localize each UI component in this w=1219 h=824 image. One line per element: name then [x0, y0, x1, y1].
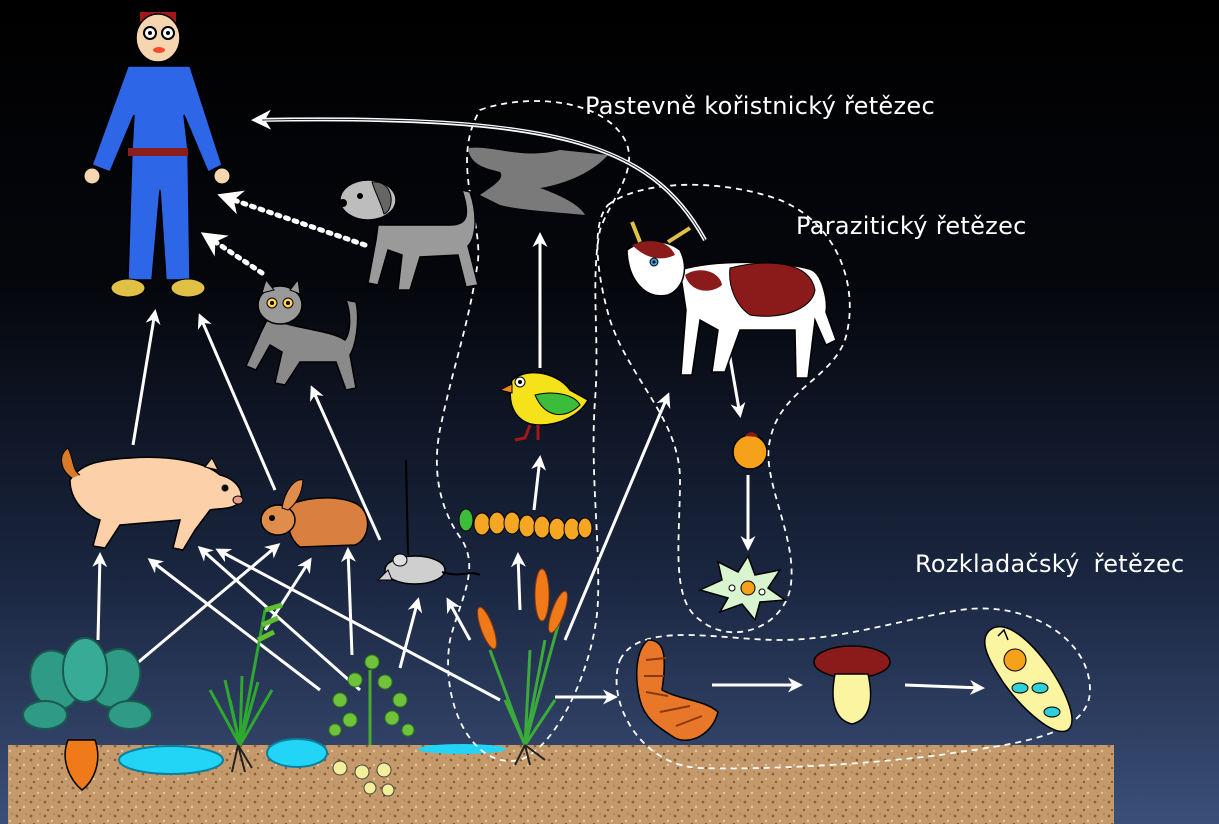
liver-fluke-egg	[733, 432, 767, 469]
parasitic-chain-label: Parazitický řetězec	[796, 212, 1027, 240]
human-figure	[84, 12, 230, 297]
yellow-bird	[500, 373, 588, 440]
dotted-arrows	[205, 196, 365, 273]
dog	[339, 180, 478, 290]
arrow-shafts-inner	[262, 119, 705, 240]
swallow-bird	[468, 148, 608, 215]
decomposer-chain-label: Rozkladačský řetězec	[915, 550, 1185, 578]
cat	[246, 280, 358, 390]
caterpillar	[459, 509, 592, 540]
pig	[62, 448, 243, 550]
cow	[627, 222, 836, 378]
wheat	[474, 569, 571, 765]
earthworm	[637, 640, 718, 740]
paramecium	[985, 627, 1072, 732]
grazing-chain-label: Pastevně kořistnický řetězec	[585, 92, 935, 120]
mushroom	[814, 646, 890, 724]
parasite-cell	[700, 556, 785, 620]
rabbit	[261, 480, 368, 547]
